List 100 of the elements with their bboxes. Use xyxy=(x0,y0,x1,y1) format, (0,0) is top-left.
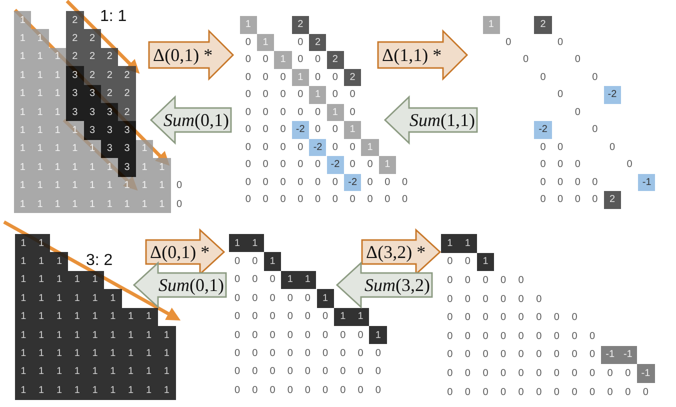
matrix-entry: 0 xyxy=(279,106,287,120)
matrix-entry: 0 xyxy=(314,176,322,190)
matrix-entry: 0 xyxy=(244,70,252,85)
matrix-entry: 0 xyxy=(314,193,322,208)
edge-label: Sum(0,1) xyxy=(164,109,229,132)
matrix-entry: 0 xyxy=(314,106,322,120)
matrix-entry: 0 xyxy=(244,158,252,172)
matrix-entry: 1 xyxy=(14,308,32,326)
matrix-entry: 1 xyxy=(66,195,84,214)
matrix-entry: 0 xyxy=(286,292,294,306)
matrix-entry: 0 xyxy=(268,384,276,398)
matrix-entry: 1 xyxy=(48,66,66,85)
matrix-entry: 0 xyxy=(446,330,454,344)
matrix-entry: 1 xyxy=(104,381,122,400)
matrix-entry: 0 xyxy=(570,311,578,326)
matrix-entry: 1 xyxy=(352,308,370,326)
matrix-entry: 0 xyxy=(339,347,347,362)
matrix-entry: 1 xyxy=(14,84,32,103)
matrix-entry: 0 xyxy=(176,198,184,212)
matrix-entry: 1 xyxy=(31,195,49,214)
matrix-entry: 1 xyxy=(48,158,66,177)
matrix-entry: 1 xyxy=(32,362,50,382)
matrix-entry: 0 xyxy=(517,311,525,326)
matrix-entry: 1 xyxy=(369,326,387,344)
matrix-entry: 1 xyxy=(122,344,140,363)
matrix-entry: 0 xyxy=(552,366,560,381)
matrix-entry: 0 xyxy=(251,255,259,270)
matrix-entry: 0 xyxy=(374,365,382,380)
matrix-entry: 0 xyxy=(517,348,525,362)
matrix-entry: 0 xyxy=(570,330,578,344)
matrix-entry: 0 xyxy=(574,53,582,68)
matrix-entry: 1 xyxy=(50,381,68,400)
matrix-entry: 0 xyxy=(539,140,547,155)
matrix-entry: 0 xyxy=(244,140,252,155)
matrix-entry: 1 xyxy=(334,308,352,326)
matrix-entry: 1 xyxy=(153,158,171,177)
matrix-entry: 1 xyxy=(31,140,49,158)
matrix-entry: 0 xyxy=(482,386,490,400)
matrix-entry: 0 xyxy=(251,384,259,398)
matrix-entry: 1 xyxy=(104,326,122,344)
matrix-entry: 0 xyxy=(517,274,525,288)
edge-label: Δ(0,1) * xyxy=(153,44,213,67)
matrix-entry: 0 xyxy=(366,193,374,208)
matrix-entry: 0 xyxy=(331,88,339,102)
matrix-entry: 1 xyxy=(31,158,49,177)
matrix-entry: 0 xyxy=(626,158,634,172)
matrix-entry: 0 xyxy=(624,386,632,400)
matrix-entry: 1 xyxy=(14,176,32,195)
matrix-entry: 3 xyxy=(118,121,136,140)
matrix-entry: 0 xyxy=(574,158,582,172)
matrix-entry: 1 xyxy=(86,326,104,344)
matrix-entry: 1 xyxy=(31,103,49,122)
matrix-entry: 1 xyxy=(31,176,49,195)
matrix-entry: 0 xyxy=(464,386,472,400)
matrix-entry: 1 xyxy=(86,381,104,400)
matrix-entry: 1 xyxy=(31,121,49,140)
matrix-entry: 1 xyxy=(14,11,32,30)
matrix-entry: 1 xyxy=(84,195,101,214)
matrix-entry: 0 xyxy=(500,330,508,344)
matrix-entry: 0 xyxy=(296,36,304,50)
matrix-entry: 2 xyxy=(118,66,136,85)
matrix-entry: 0 xyxy=(286,328,294,343)
matrix-entry: 0 xyxy=(314,158,322,172)
block-arrow xyxy=(150,95,232,145)
matrix-entry: 2 xyxy=(101,84,118,103)
matrix-entry: 0 xyxy=(556,36,564,50)
matrix-entry: 1 xyxy=(298,270,316,290)
matrix-entry: 0 xyxy=(234,365,242,380)
matrix-entry: 1 xyxy=(50,308,68,326)
matrix-entry: 0 xyxy=(504,36,512,50)
matrix-entry: 0 xyxy=(570,348,578,362)
matrix-entry: 1 xyxy=(50,362,68,382)
matrix-entry: 1 xyxy=(48,121,66,140)
matrix-entry: 0 xyxy=(591,70,599,85)
matrix-entry: -2 xyxy=(309,138,326,156)
matrix-entry: 2 xyxy=(66,48,84,66)
matrix-entry: 1 xyxy=(86,362,104,382)
matrix-entry: 0 xyxy=(591,193,599,208)
matrix-entry: 1 xyxy=(14,66,32,85)
matrix-entry: 0 xyxy=(331,193,339,208)
matrix-entry: 1 xyxy=(228,234,246,252)
matrix-entry: 0 xyxy=(464,311,472,326)
matrix-entry: 1 xyxy=(153,195,171,214)
matrix-entry: 0 xyxy=(262,53,270,68)
matrix-entry: 0 xyxy=(446,386,454,400)
matrix-entry: 2 xyxy=(66,29,84,48)
matrix-entry: 0 xyxy=(296,53,304,68)
block-arrow xyxy=(148,29,234,81)
matrix-entry: 0 xyxy=(234,273,242,288)
matrix-entry: 0 xyxy=(296,88,304,102)
matrix-entry: 1 xyxy=(50,270,68,290)
matrix-entry: 0 xyxy=(500,386,508,400)
matrix-entry: 0 xyxy=(268,273,276,288)
matrix-entry: 1 xyxy=(14,48,32,66)
matrix-entry: 2 xyxy=(326,51,344,68)
matrix-entry: -2 xyxy=(534,121,552,138)
matrix-entry: 1 xyxy=(14,234,32,252)
matrix-entry: 3 xyxy=(101,140,118,158)
edge-label: Δ(1,1) * xyxy=(382,44,442,67)
matrix-entry: 0 xyxy=(552,330,560,344)
